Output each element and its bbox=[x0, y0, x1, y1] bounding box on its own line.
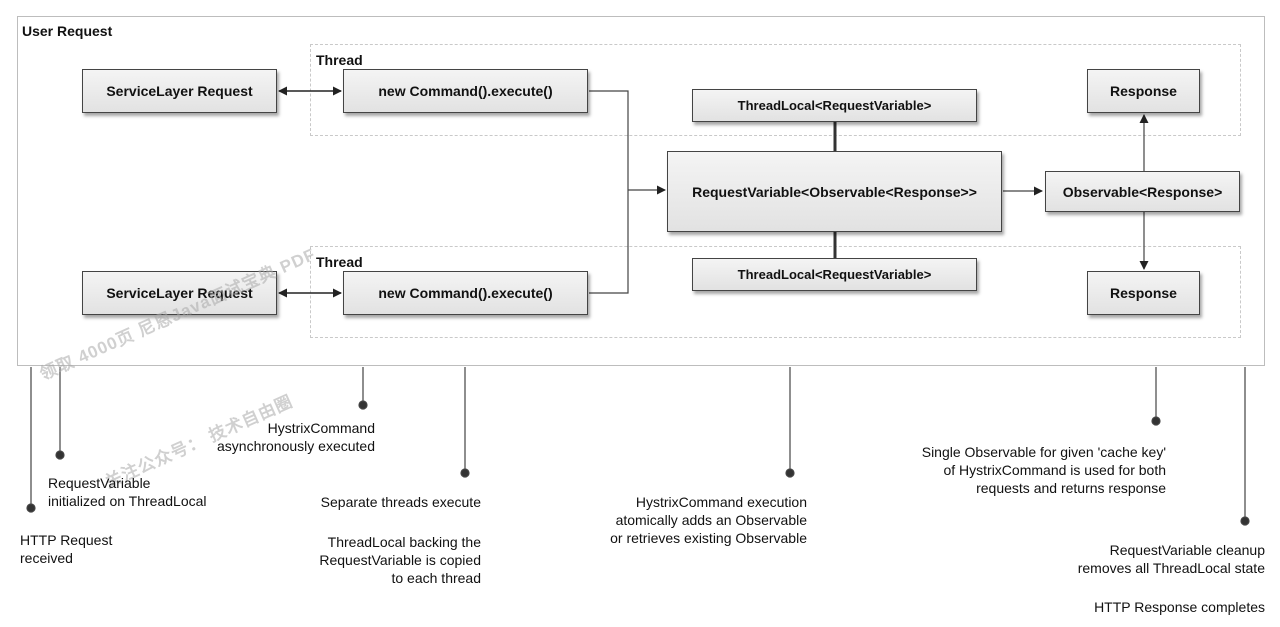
note-separate-threads: Separate threads execute bbox=[320, 494, 481, 510]
response-top: Response bbox=[1087, 69, 1200, 113]
pin-dot-cleanup bbox=[1240, 516, 1250, 526]
thread-label-top: Thread bbox=[316, 52, 363, 68]
command-execute-bottom: new Command().execute() bbox=[343, 271, 588, 315]
pin-dot-http-request bbox=[26, 503, 36, 513]
note-single-observable: Single Observable for given 'cache key'o… bbox=[921, 444, 1166, 496]
service-layer-request-bottom: ServiceLayer Request bbox=[82, 271, 277, 315]
pin-dot-atomic-add bbox=[785, 468, 795, 478]
request-variable-box: RequestVariable<Observable<Response>> bbox=[667, 151, 1002, 232]
user-request-container bbox=[17, 16, 1265, 366]
pin-dot-separate-threads bbox=[460, 468, 470, 478]
observable-box: Observable<Response> bbox=[1045, 171, 1240, 212]
service-layer-request-top: ServiceLayer Request bbox=[82, 69, 277, 113]
threadlocal-top: ThreadLocal<RequestVariable> bbox=[692, 89, 977, 122]
line-command-bottom bbox=[589, 190, 629, 294]
command-execute-top: new Command().execute() bbox=[343, 69, 588, 113]
response-bottom: Response bbox=[1087, 271, 1200, 315]
pin-dot-single-observable bbox=[1151, 416, 1161, 426]
pin-dot-request-variable-init bbox=[55, 450, 65, 460]
user-request-label: User Request bbox=[22, 23, 113, 39]
line-command-top bbox=[589, 90, 629, 190]
note-response-completes: HTTP Response completes bbox=[1094, 599, 1265, 615]
thread-label-bottom: Thread bbox=[316, 254, 363, 270]
pin-dot-async-exec bbox=[358, 400, 368, 410]
threadlocal-bottom: ThreadLocal<RequestVariable> bbox=[692, 258, 977, 291]
